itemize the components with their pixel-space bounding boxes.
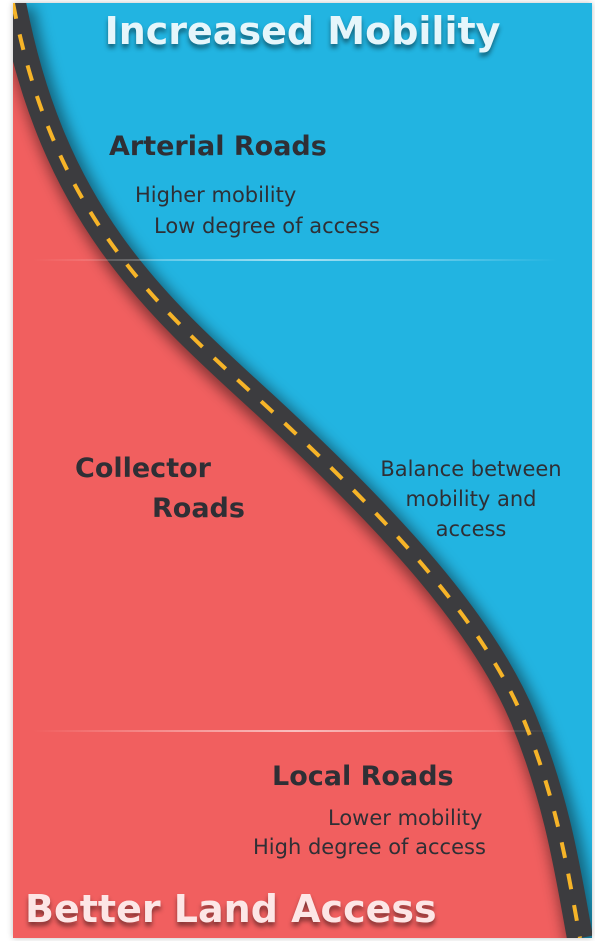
- lane-marking: [13, 3, 582, 938]
- access-area: [13, 3, 580, 938]
- local-roads-title: Local Roads: [272, 761, 454, 792]
- collector-desc-line2: mobility and: [405, 487, 537, 511]
- arterial-desc-line1: Higher mobility: [135, 183, 297, 207]
- collector-desc-line3: access: [435, 517, 507, 541]
- section-divider-lower: [33, 730, 558, 732]
- road-hierarchy-diagram: Increased Mobility Arterial Roads Higher…: [13, 3, 592, 938]
- title-increased-mobility: Increased Mobility: [104, 9, 501, 53]
- arterial-roads-title: Arterial Roads: [109, 131, 327, 162]
- title-better-land-access: Better Land Access: [25, 887, 437, 931]
- collector-desc-line1: Balance between: [380, 457, 562, 481]
- road-illustration: [13, 3, 592, 938]
- collector-roads-title-line1: Collector: [75, 453, 211, 484]
- section-divider-upper: [33, 259, 558, 261]
- local-desc-line1: Lower mobility: [328, 806, 483, 830]
- arterial-desc-line2: Low degree of access: [154, 214, 380, 238]
- collector-roads-title-line2: Roads: [152, 493, 245, 524]
- local-desc-line2: High degree of access: [253, 835, 486, 859]
